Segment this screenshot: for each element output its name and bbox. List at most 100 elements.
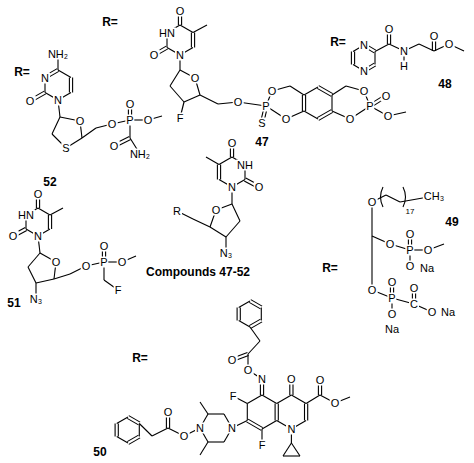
bond-line — [371, 218, 372, 236]
bond-line — [305, 95, 306, 111]
atom-label: NH₂ — [47, 49, 69, 60]
atom-label: O — [427, 307, 438, 318]
atom-label: O — [383, 111, 394, 122]
atom-label: S — [61, 143, 70, 154]
atom-label: O — [163, 407, 174, 418]
bond-line — [38, 208, 50, 215]
atom-label: O — [385, 239, 396, 250]
bond-line — [283, 443, 291, 456]
bond-line — [28, 253, 40, 267]
atom-label: O — [211, 205, 222, 216]
atom-label: O — [405, 261, 416, 272]
atom-label: P — [99, 257, 108, 268]
bond-line — [319, 112, 333, 120]
bond-line — [251, 322, 262, 329]
atom-label: N — [359, 40, 369, 51]
bond-line — [262, 421, 277, 430]
bond-line — [50, 208, 63, 215]
bond-line — [200, 442, 208, 455]
bond-line — [180, 25, 193, 33]
atom-label: O — [423, 245, 434, 256]
atom-label: N — [257, 374, 267, 385]
bond-line — [319, 86, 333, 94]
bond-line — [302, 95, 303, 111]
atom-label: O — [384, 24, 395, 35]
atom-label: O — [175, 6, 186, 17]
bond-line — [304, 404, 305, 421]
bond-line — [250, 327, 260, 341]
compound-label: R= — [329, 36, 347, 48]
atom-label: O — [8, 231, 19, 242]
atom-label: F — [258, 440, 267, 451]
atom-label: O — [286, 374, 297, 385]
compound-label: R= — [101, 16, 119, 28]
bond-line — [375, 44, 389, 52]
atom-label: N — [286, 424, 296, 435]
bond-line — [386, 195, 400, 202]
compound-label: Compounds 47-52 — [145, 266, 251, 278]
atom-label: HN — [17, 210, 35, 221]
atom-label: P — [387, 293, 396, 304]
bond-line — [251, 300, 262, 307]
atom-label: O — [99, 241, 110, 252]
compound-label: 52 — [42, 176, 57, 188]
bond-line — [51, 215, 52, 229]
bond-line — [304, 87, 318, 95]
atom-label: O — [359, 86, 370, 97]
bond-line — [246, 422, 261, 431]
atom-label: P — [365, 101, 374, 112]
atom-label: NH — [236, 159, 254, 170]
bond-line — [127, 435, 138, 442]
bond-line — [278, 404, 279, 421]
atom-label: O — [345, 114, 356, 125]
atom-label: O — [109, 141, 120, 152]
compound-label: 48 — [437, 78, 452, 90]
atom-label: F — [229, 391, 238, 402]
bond-line — [249, 302, 260, 309]
atom-label: O — [444, 39, 455, 50]
bond-line — [58, 70, 71, 78]
bond-line — [277, 395, 292, 404]
atom-label: H — [399, 61, 409, 72]
atom-label: CH₃ — [423, 191, 445, 202]
bond-line — [371, 236, 372, 274]
bond-line — [117, 417, 128, 424]
atom-label: N₃ — [29, 294, 43, 305]
atom-label: O — [179, 431, 190, 442]
atom-label: O — [117, 257, 128, 268]
bond-line — [317, 88, 331, 96]
atom-label: P — [261, 101, 270, 112]
atom-label: O — [227, 138, 238, 149]
compound-label: R= — [321, 262, 339, 274]
bond-line — [317, 110, 331, 118]
bond-line — [118, 424, 119, 437]
atom-label: N — [53, 95, 63, 106]
bond-line — [69, 78, 70, 93]
bond-line — [191, 33, 192, 48]
atom-label: O — [33, 189, 44, 200]
bond-line — [275, 404, 276, 421]
atom-label: O — [405, 229, 416, 240]
bond-line — [232, 204, 240, 221]
structure-bonds — [115, 300, 350, 456]
atom-label: N — [399, 46, 409, 57]
atom-label: N — [195, 423, 205, 434]
structure-bonds — [153, 11, 406, 123]
bond-line — [239, 321, 250, 328]
atom-label: S — [257, 118, 266, 129]
atom-label: O — [149, 50, 160, 61]
bond-line — [307, 404, 308, 421]
bond-line — [237, 308, 238, 321]
atom-label: C — [409, 299, 419, 310]
atom-label: N — [227, 182, 237, 193]
atom-label: O — [281, 114, 292, 125]
atom-label: O — [125, 99, 136, 110]
bond-line — [210, 227, 226, 237]
atom-label: N — [33, 231, 43, 242]
bond-line — [48, 215, 49, 229]
bond-line — [219, 157, 232, 165]
bond-line — [291, 395, 306, 404]
compound-label: 50 — [92, 446, 107, 458]
atom-label: O — [381, 91, 392, 102]
atom-label: O — [25, 96, 36, 107]
